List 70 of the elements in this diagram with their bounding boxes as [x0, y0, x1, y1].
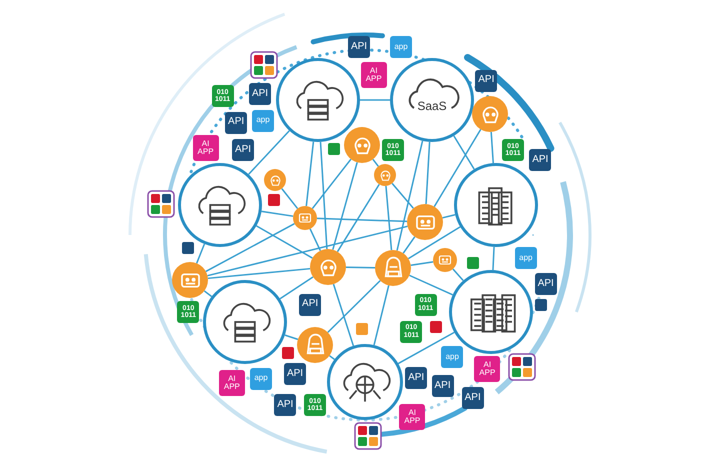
connector-line: [373, 285, 390, 346]
network-circle: [203, 280, 287, 364]
connector-line: [261, 210, 294, 217]
connector-line: [248, 130, 290, 175]
connector-line: [306, 142, 314, 206]
network-circle: [276, 58, 360, 142]
connector-line: [408, 226, 461, 260]
api-tag: API: [462, 387, 484, 410]
connector-line: [312, 158, 352, 209]
network-circle: [327, 344, 403, 420]
app-tag: app: [252, 110, 274, 132]
connector-line: [316, 218, 408, 222]
app-tag: app: [441, 346, 464, 368]
connector-line: [327, 280, 381, 333]
connector-line: [490, 132, 494, 164]
connector-line: [372, 158, 379, 167]
connector-line: [205, 223, 295, 272]
connector-line: [196, 244, 206, 264]
connector-line: [396, 140, 424, 251]
connector-line: [453, 135, 475, 170]
connector-line: [425, 142, 430, 204]
connector-line: [256, 225, 313, 259]
connector-line: [208, 268, 310, 280]
ai-app-tag: AI APP: [474, 356, 500, 382]
connector-line: [452, 268, 464, 282]
connector-line: [398, 332, 455, 364]
connector-line: [402, 236, 416, 254]
connector-line: [336, 184, 380, 252]
api-tag: API: [284, 363, 306, 385]
api-tag: API: [348, 36, 370, 58]
ai-app-tag: AI APP: [360, 62, 387, 88]
connector-line: [385, 186, 392, 250]
connector-line: [281, 188, 298, 210]
api-tag: API: [299, 294, 322, 316]
api-tag: API: [475, 70, 498, 92]
connector-line: [332, 162, 358, 250]
ai-app-tag: AI APP: [192, 135, 219, 161]
connector-line: [346, 266, 376, 268]
connector-line: [409, 274, 453, 296]
network-circle: [449, 270, 533, 354]
network-circle: [178, 163, 262, 247]
api-tag: API: [405, 366, 428, 389]
api-tag: API: [529, 149, 552, 172]
connector-line: [392, 182, 414, 209]
api-tag: API: [249, 83, 271, 105]
ai-app-tag: AI APP: [399, 404, 426, 430]
connector-line: [280, 276, 314, 300]
connector-line: [204, 290, 212, 298]
connector-line: [492, 246, 495, 270]
api-tag: API: [232, 139, 254, 161]
cloud-service-circle: [390, 58, 474, 142]
cloud-label: SaaS: [417, 99, 447, 113]
connector-line: [434, 129, 482, 207]
api-tag: API: [274, 394, 296, 416]
api-tag: API: [432, 374, 454, 397]
connector-line: [320, 142, 328, 250]
connector-line: [442, 214, 456, 219]
api-tag: API: [534, 272, 557, 295]
connector-line: [360, 99, 390, 101]
network-circle: [454, 163, 538, 247]
ai-app-tag: AI APP: [218, 370, 245, 396]
connector-line: [309, 228, 322, 252]
connector-line: [332, 284, 354, 346]
connector-line: [410, 261, 434, 266]
app-tag: app: [390, 36, 412, 58]
app-tag: app: [514, 246, 537, 269]
connector-line: [207, 226, 408, 276]
api-tag: API: [225, 112, 248, 134]
app-tag: app: [250, 368, 272, 390]
connector-line: [284, 334, 298, 340]
